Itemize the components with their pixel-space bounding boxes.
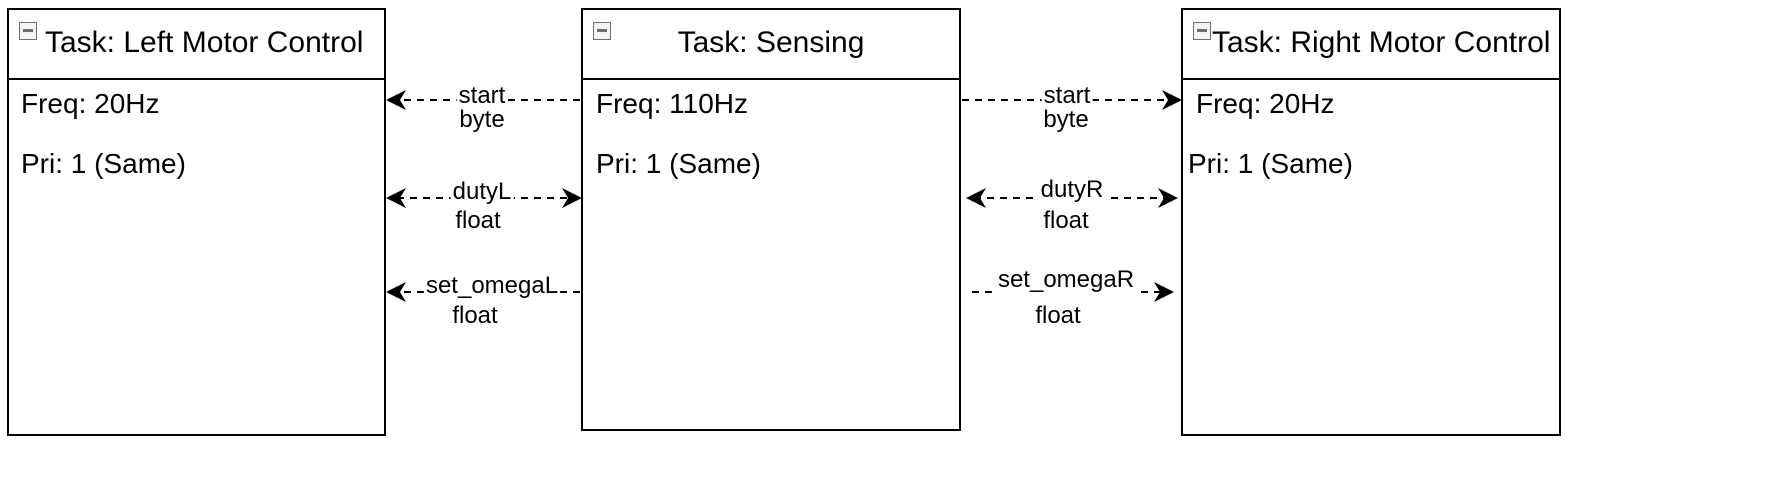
collapse-icon[interactable] [1193,22,1211,40]
task-header: Task: Left Motor Control [9,10,384,80]
edge-type-omegar: float [1033,302,1083,330]
task-title: Task: Right Motor Control [1212,26,1551,59]
collapse-icon[interactable] [593,22,611,40]
task-header: Task: Sensing [583,10,959,80]
edge-label-omegar: set_omegaR [995,266,1137,294]
task-right-motor-control[interactable]: Task: Right Motor Control Freq: 20Hz Pri… [1181,8,1561,436]
collapse-icon[interactable] [19,22,37,40]
edge-type-omegal: float [450,302,500,330]
edge-type-dutyr: float [1041,207,1091,235]
task-sensing[interactable]: Task: Sensing Freq: 110Hz Pri: 1 (Same) [581,8,961,431]
edge-label-start-right: start [1041,82,1093,110]
task-frequency: Freq: 110Hz [596,88,748,119]
task-title: Task: Left Motor Control [45,26,364,59]
edge-type-dutyl: float [453,207,503,235]
edge-type-start-right: byte [1041,106,1091,134]
edge-label-omegal: set_omegaL [423,272,561,300]
edge-label-start-left: start [456,82,508,110]
task-frequency: Freq: 20Hz [1196,88,1335,119]
task-priority: Pri: 1 (Same) [21,148,186,179]
edge-label-dutyl: dutyL [450,178,514,206]
edge-label-dutyr: dutyR [1038,176,1106,204]
task-priority: Pri: 1 (Same) [1188,148,1353,179]
task-header: Task: Right Motor Control [1183,10,1559,80]
task-left-motor-control[interactable]: Task: Left Motor Control Freq: 20Hz Pri:… [7,8,386,436]
task-frequency: Freq: 20Hz [21,88,160,119]
task-priority: Pri: 1 (Same) [596,148,761,179]
edge-type-start-left: byte [457,106,507,134]
task-title: Task: Sensing [677,26,865,59]
